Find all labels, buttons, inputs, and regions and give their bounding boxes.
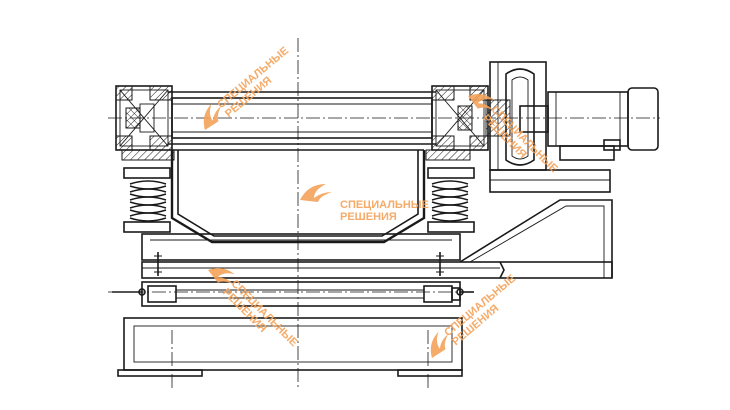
support-frame: [141, 233, 613, 279]
watermark-center: СПЕЦИАЛЬНЫЕ РЕШЕНИЯ: [300, 184, 429, 223]
left-bearing-housing: [115, 85, 175, 161]
trough: [170, 149, 426, 244]
watermark-line2: РЕШЕНИЯ: [340, 211, 397, 223]
right-spring: [427, 167, 475, 233]
left-spring: [123, 167, 171, 233]
drive-bracket: [459, 169, 613, 278]
anchor-bolts: [112, 288, 474, 296]
center-lines: [108, 38, 660, 390]
base: [117, 317, 463, 377]
watermark-line1: СПЕЦИАЛЬНЫЕ: [340, 199, 429, 211]
watermark-bottom-left: СПЕЦИАЛЬНЫЕ РЕШЕНИЯ: [208, 267, 300, 349]
pulley-guard: [485, 61, 549, 171]
lower-shaft: [141, 281, 461, 307]
eccentric-shaft: [168, 91, 436, 145]
electric-motor: [547, 87, 659, 161]
watermark-top-left: СПЕЦИАЛЬНЫЕ РЕШЕНИЯ: [203, 45, 291, 130]
